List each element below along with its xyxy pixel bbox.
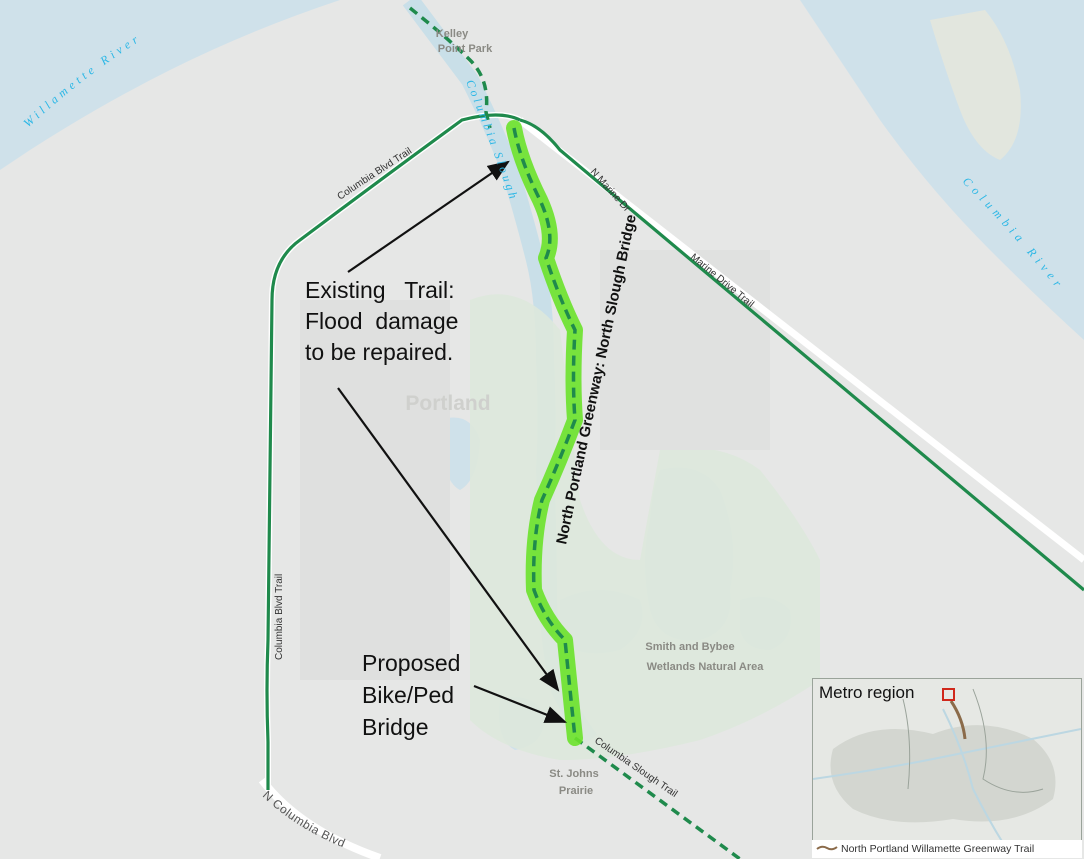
inset-boundaries (902, 688, 1044, 793)
callout-arrow-proposed (473, 684, 568, 724)
columbia-blvd-trail-line (265, 113, 521, 790)
columbia-slough-trail-line (573, 736, 742, 859)
columbia-blvd-trail-label-left: Columbia Blvd Trail (274, 574, 285, 660)
kelley-point-park-label-2: Point Park (438, 43, 493, 55)
marine-drive-trail-line (519, 118, 1084, 592)
callout-existing-trail: Existing Trail: Flood damage to be repai… (305, 275, 505, 368)
callout-existing-line-1: Existing Trail: (305, 277, 455, 303)
industrial-blocks-2 (600, 250, 770, 450)
callout-proposed-bridge: Proposed Bike/Ped Bridge (362, 647, 502, 743)
metro-region-inset: Metro region (812, 678, 1082, 844)
greenway-route[interactable] (512, 127, 577, 739)
legend: North Portland Willamette Greenway Trail (812, 840, 1082, 858)
river-island (930, 10, 1021, 160)
legend-label: North Portland Willamette Greenway Trail (841, 843, 1035, 855)
inset-region-fill (830, 725, 1056, 823)
inset-map (813, 688, 1081, 843)
callout-proposed-line-3: Bridge (362, 714, 429, 740)
callout-arrow-existing-2 (337, 387, 560, 692)
inset-river (813, 728, 1081, 780)
inset-river-2 (942, 708, 1004, 843)
inset-greenway-trail (949, 700, 967, 740)
callout-proposed-line-2: Bike/Ped (362, 682, 455, 708)
inset-locator-box (942, 688, 955, 701)
willamette-river (0, 0, 340, 170)
smith-bybee-label: Smith and Bybee (645, 641, 734, 653)
callout-proposed-line-1: Proposed (362, 650, 461, 676)
n-columbia-blvd (258, 777, 382, 859)
callout-existing-line-3: to be repaired. (305, 339, 454, 365)
legend-trail-symbol-icon (816, 843, 838, 855)
st-johns-prairie-label-2: Prairie (559, 785, 593, 797)
smith-bybee-label-2: Wetlands Natural Area (647, 661, 765, 673)
industrial-blocks (300, 300, 450, 680)
st-johns-prairie-label: St. Johns (549, 768, 599, 780)
kelley-point-park-label: Kelley (436, 28, 469, 40)
kelley-point-trail (408, 6, 492, 129)
callout-arrow-existing (347, 160, 510, 273)
inset-title: Metro region (819, 683, 915, 702)
portland-label: Portland (405, 392, 490, 415)
callout-existing-line-2: Flood damage (305, 308, 459, 334)
